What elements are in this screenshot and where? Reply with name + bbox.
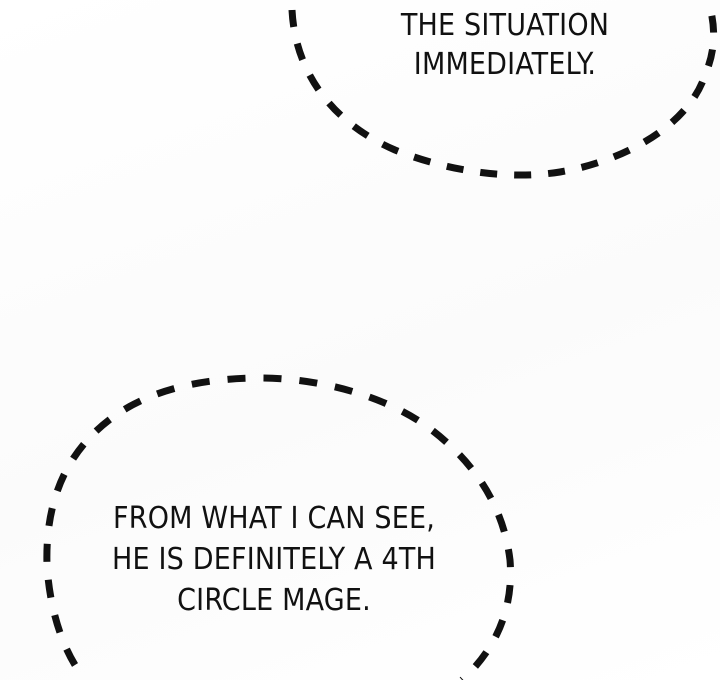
speech-bubble-line: HE IS DEFINITELY A 4TH <box>111 542 437 577</box>
speech-bubble-line: FROM WHAT I CAN SEE, <box>113 501 435 536</box>
speech-bubble-line: CIRCLE MAGE. <box>177 583 371 618</box>
top-speech-bubble-outline <box>288 0 718 179</box>
speech-bubble-text: THE SITUATION IMMEDIATELY. <box>385 6 625 84</box>
speech-bubble-line: IMMEDIATELY. <box>413 47 597 82</box>
speech-bubble-line: THE SITUATION <box>400 8 610 43</box>
speech-bubble-text: FROM WHAT I CAN SEE, HE IS DEFINITELY A … <box>74 498 474 621</box>
bottom-speech-bubble-outline <box>43 374 515 680</box>
